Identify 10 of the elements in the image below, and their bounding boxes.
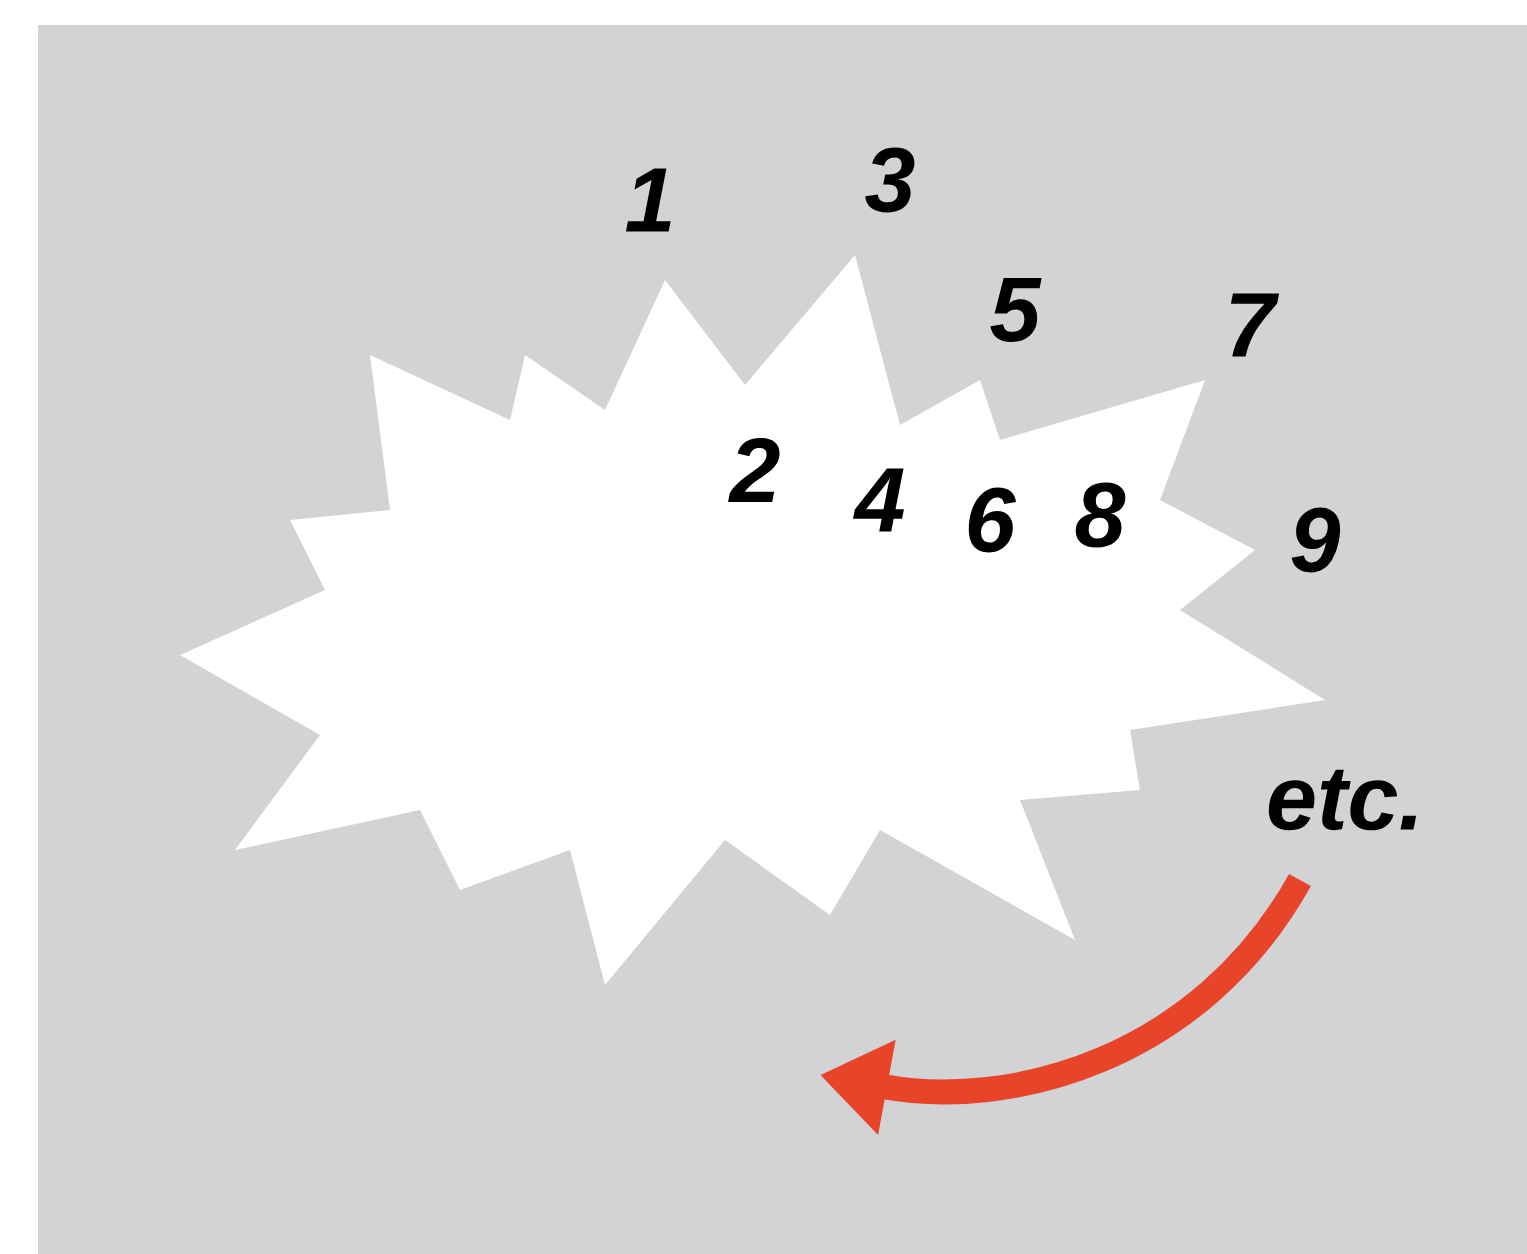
number-label: 6	[968, 487, 1016, 553]
number-label: 7	[1230, 293, 1280, 357]
number-label: 8	[1075, 482, 1126, 548]
number-label: 4	[853, 468, 904, 532]
number-label: 3	[865, 147, 915, 213]
number-label: 2	[728, 438, 780, 502]
number-label: etc.	[1268, 769, 1417, 831]
number-label: 1	[626, 168, 671, 232]
number-label: 5	[990, 278, 1042, 342]
number-label: 9	[1291, 507, 1341, 573]
